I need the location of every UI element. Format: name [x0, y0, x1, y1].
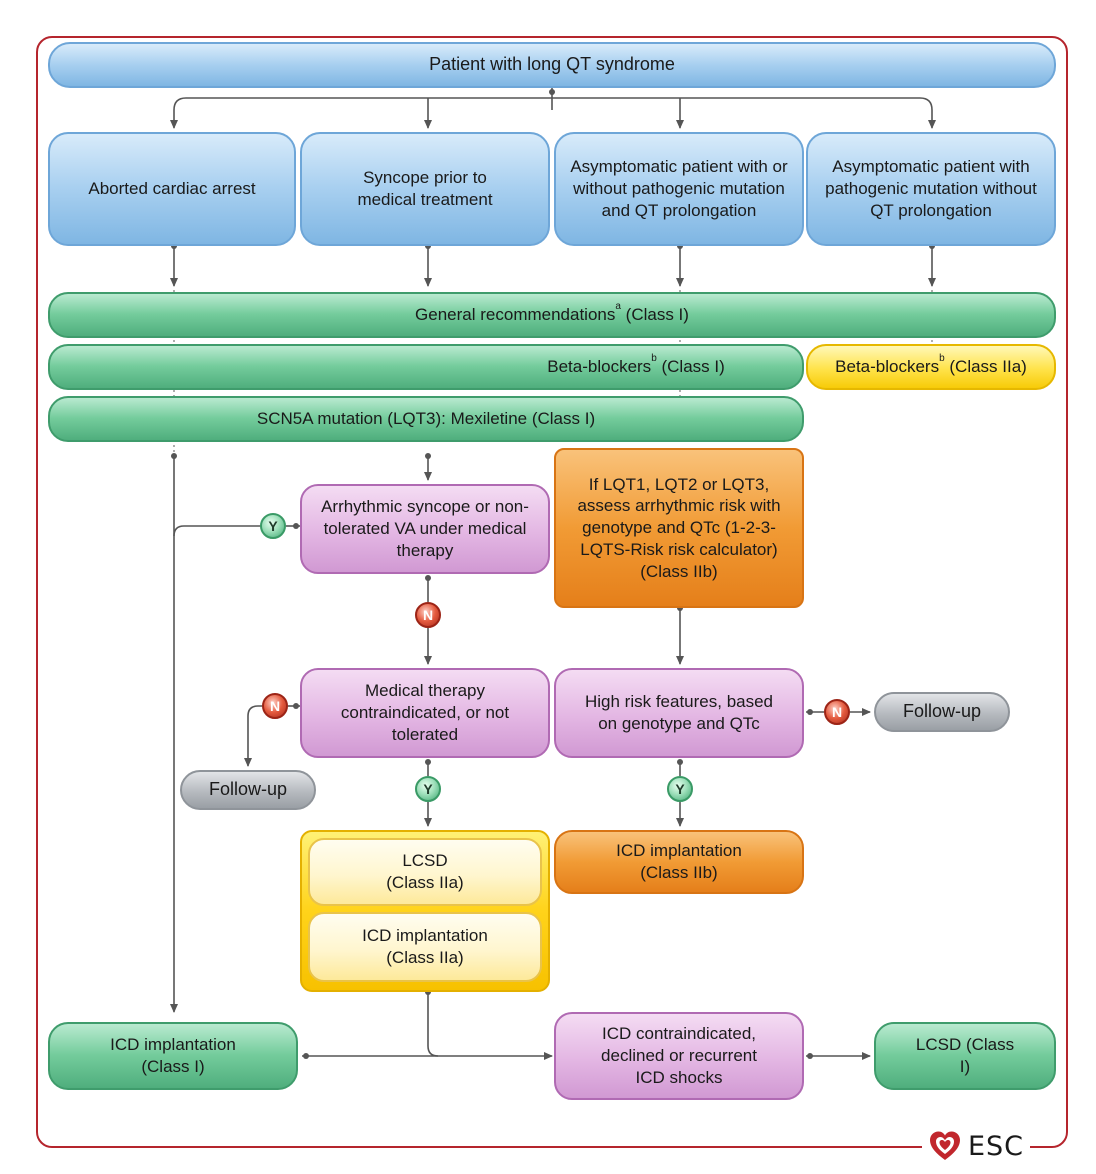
arrhythmic-syncope-box: Arrhythmic syncope or non-tolerated VA u…: [300, 484, 550, 574]
medical-therapy-contraindicated-box: Medical therapy contraindicated, or not …: [300, 668, 550, 758]
no-badge: N: [824, 699, 850, 725]
presentation-asymptomatic-no-qt-prolongation: Asymptomatic patient with pathogenic mut…: [806, 132, 1056, 246]
yes-badge: Y: [260, 513, 286, 539]
yes-badge: Y: [667, 776, 693, 802]
title-label: Patient with long QT syndrome: [429, 54, 675, 75]
lcsd-class-iia-box: LCSD (Class IIa): [308, 838, 542, 906]
scn5a-mexiletine-label: SCN5A mutation (LQT3): Mexiletine (Class…: [256, 409, 596, 429]
scn5a-mexiletine-box: SCN5A mutation (LQT3): Mexiletine (Class…: [48, 396, 804, 442]
no-badge: N: [415, 602, 441, 628]
high-risk-features-label: High risk features, based on genotype an…: [584, 692, 774, 733]
beta-blockers-class-i-box: Beta-blockersb (Class I): [48, 344, 804, 390]
presentation-label: Syncope prior to medical treatment: [357, 168, 493, 209]
heart-logo-icon: [929, 1131, 960, 1160]
presentation-label: Asymptomatic patient with pathogenic mut…: [825, 157, 1037, 220]
beta-blockers-class-iia-box: Beta-blockersb (Class IIa): [806, 344, 1056, 390]
no-badge: N: [262, 693, 288, 719]
presentation-syncope: Syncope prior to medical treatment: [300, 132, 550, 246]
icd-class-iib-label: ICD implantation (Class IIb): [616, 841, 742, 882]
icd-contraindicated-label: ICD contraindicated, declined or recurre…: [601, 1024, 757, 1087]
icd-class-iia-box: ICD implantation (Class IIa): [308, 912, 542, 982]
beta-blockers-class-iia-label: Beta-blockersb (Class IIa): [835, 353, 1027, 377]
presentation-label: Asymptomatic patient with or without pat…: [570, 157, 788, 220]
diagram-frame: [36, 36, 1068, 1148]
lcsd-class-i-box: LCSD (Class I): [874, 1022, 1056, 1090]
esc-logo: ESC: [922, 1124, 1030, 1168]
icd-class-i-label: ICD implantation (Class I): [110, 1035, 236, 1076]
presentation-aborted-cardiac-arrest: Aborted cardiac arrest: [48, 132, 296, 246]
icd-class-iia-label: ICD implantation (Class IIa): [362, 926, 488, 967]
presentation-asymptomatic-qt-prolongation: Asymptomatic patient with or without pat…: [554, 132, 804, 246]
follow-up-left-box: Follow-up: [180, 770, 316, 810]
icd-class-i-box: ICD implantation (Class I): [48, 1022, 298, 1090]
lcsd-class-i-label: LCSD (Class I): [915, 1035, 1015, 1076]
follow-up-label: Follow-up: [902, 701, 982, 722]
follow-up-label: Follow-up: [208, 779, 288, 800]
title-box: Patient with long QT syndrome: [48, 42, 1056, 88]
follow-up-right-box: Follow-up: [874, 692, 1010, 732]
general-recommendations-label: General recommendationsa (Class I): [415, 301, 689, 325]
lcsd-class-iia-label: LCSD (Class IIa): [386, 851, 464, 892]
arrhythmic-syncope-label: Arrhythmic syncope or non-tolerated VA u…: [321, 497, 529, 560]
icd-class-iib-box: ICD implantation (Class IIb): [554, 830, 804, 894]
presentation-label: Aborted cardiac arrest: [88, 179, 256, 199]
general-recommendations-box: General recommendationsa (Class I): [48, 292, 1056, 338]
beta-blockers-class-i-label: Beta-blockersb (Class I): [547, 353, 725, 377]
yes-badge: Y: [415, 776, 441, 802]
risk-assessment-box: If LQT1, LQT2 or LQT3, assess arrhythmic…: [554, 448, 804, 608]
high-risk-features-box: High risk features, based on genotype an…: [554, 668, 804, 758]
icd-contraindicated-box: ICD contraindicated, declined or recurre…: [554, 1012, 804, 1100]
esc-logo-text: ESC: [967, 1130, 1025, 1162]
medical-therapy-contraindicated-label: Medical therapy contraindicated, or not …: [340, 681, 510, 744]
risk-assessment-label: If LQT1, LQT2 or LQT3, assess arrhythmic…: [577, 474, 781, 581]
